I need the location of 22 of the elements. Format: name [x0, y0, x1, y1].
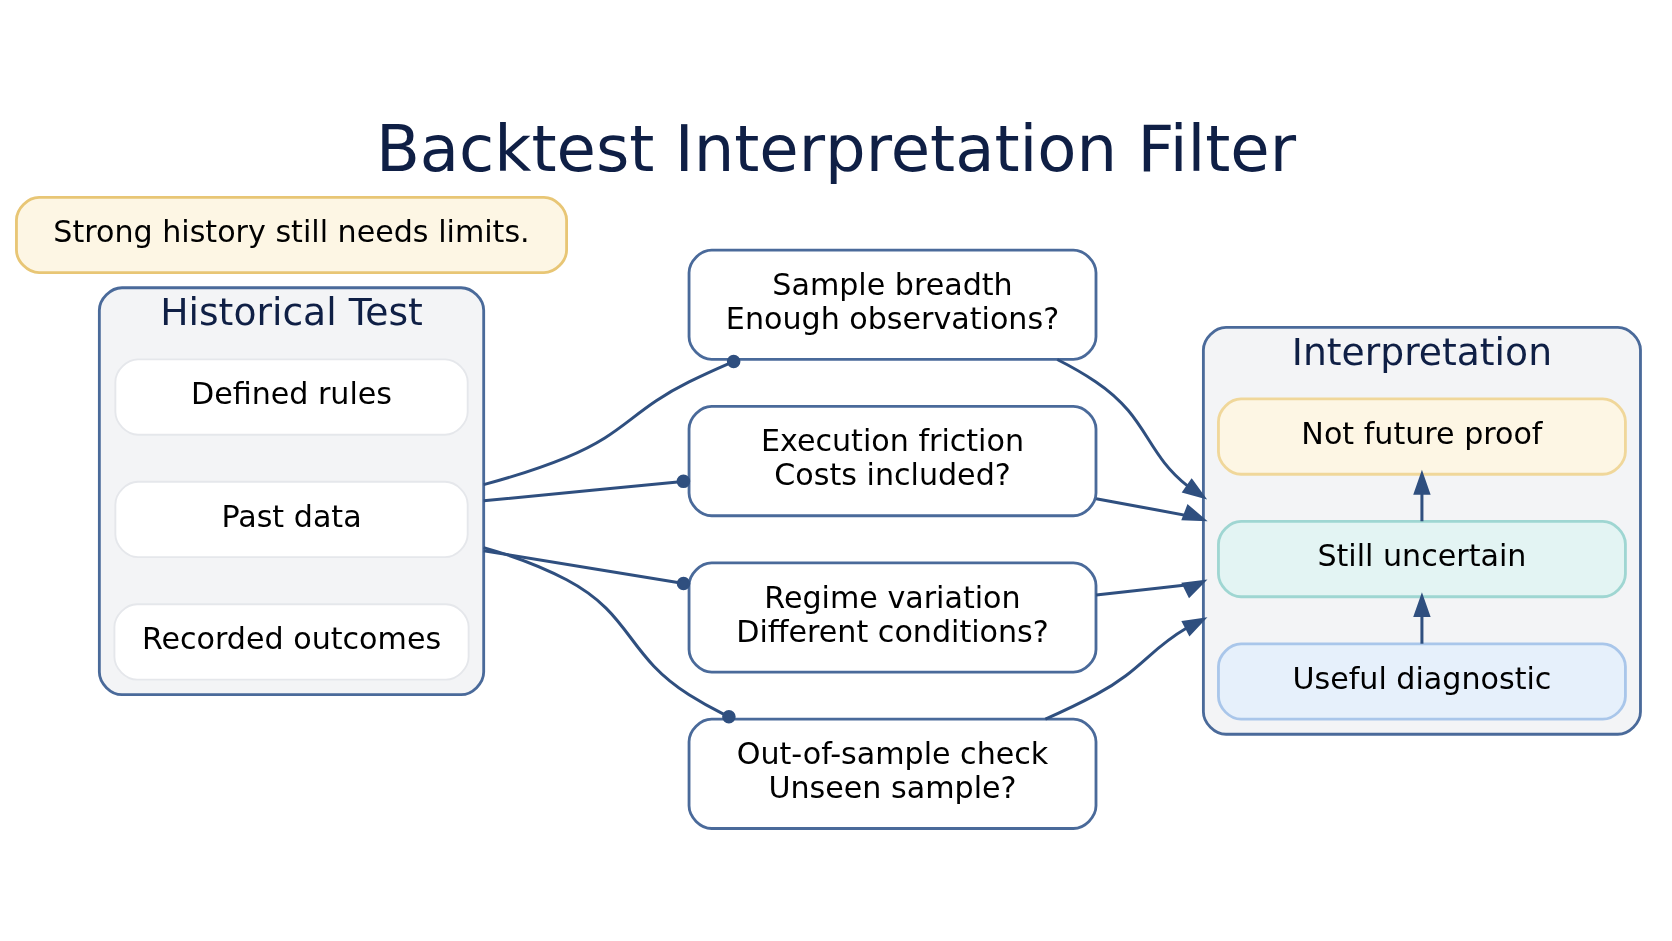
node-box: Defined rules [114, 358, 469, 436]
arrow [1056, 358, 1208, 500]
connector [483, 354, 741, 487]
arrow [1095, 497, 1208, 522]
arrow [1413, 592, 1431, 644]
node-box: Past data [114, 480, 469, 559]
diagram-title: Backtest Interpretation Filter [375, 112, 1297, 187]
arrow [1044, 617, 1208, 721]
node-box: Out-of-sample check Unseen sample? [687, 717, 1098, 830]
node-box: Sample breadth Enough observations? [687, 248, 1098, 361]
node-box: Still uncertain [1217, 519, 1627, 599]
node-box: Strong history still needs limits. [15, 195, 568, 275]
node-box: Useful diagnostic [1217, 642, 1627, 721]
connector [483, 474, 691, 503]
node-box: Execution friction Costs included? [687, 405, 1098, 518]
arrow [1413, 469, 1431, 522]
node-box: Not future proof [1217, 397, 1627, 476]
connector [483, 546, 736, 724]
node-box: Recorded outcomes [113, 603, 470, 681]
node-box: Regime variation Different conditions? [687, 561, 1098, 674]
arrow [1095, 579, 1208, 599]
connector [483, 549, 691, 591]
